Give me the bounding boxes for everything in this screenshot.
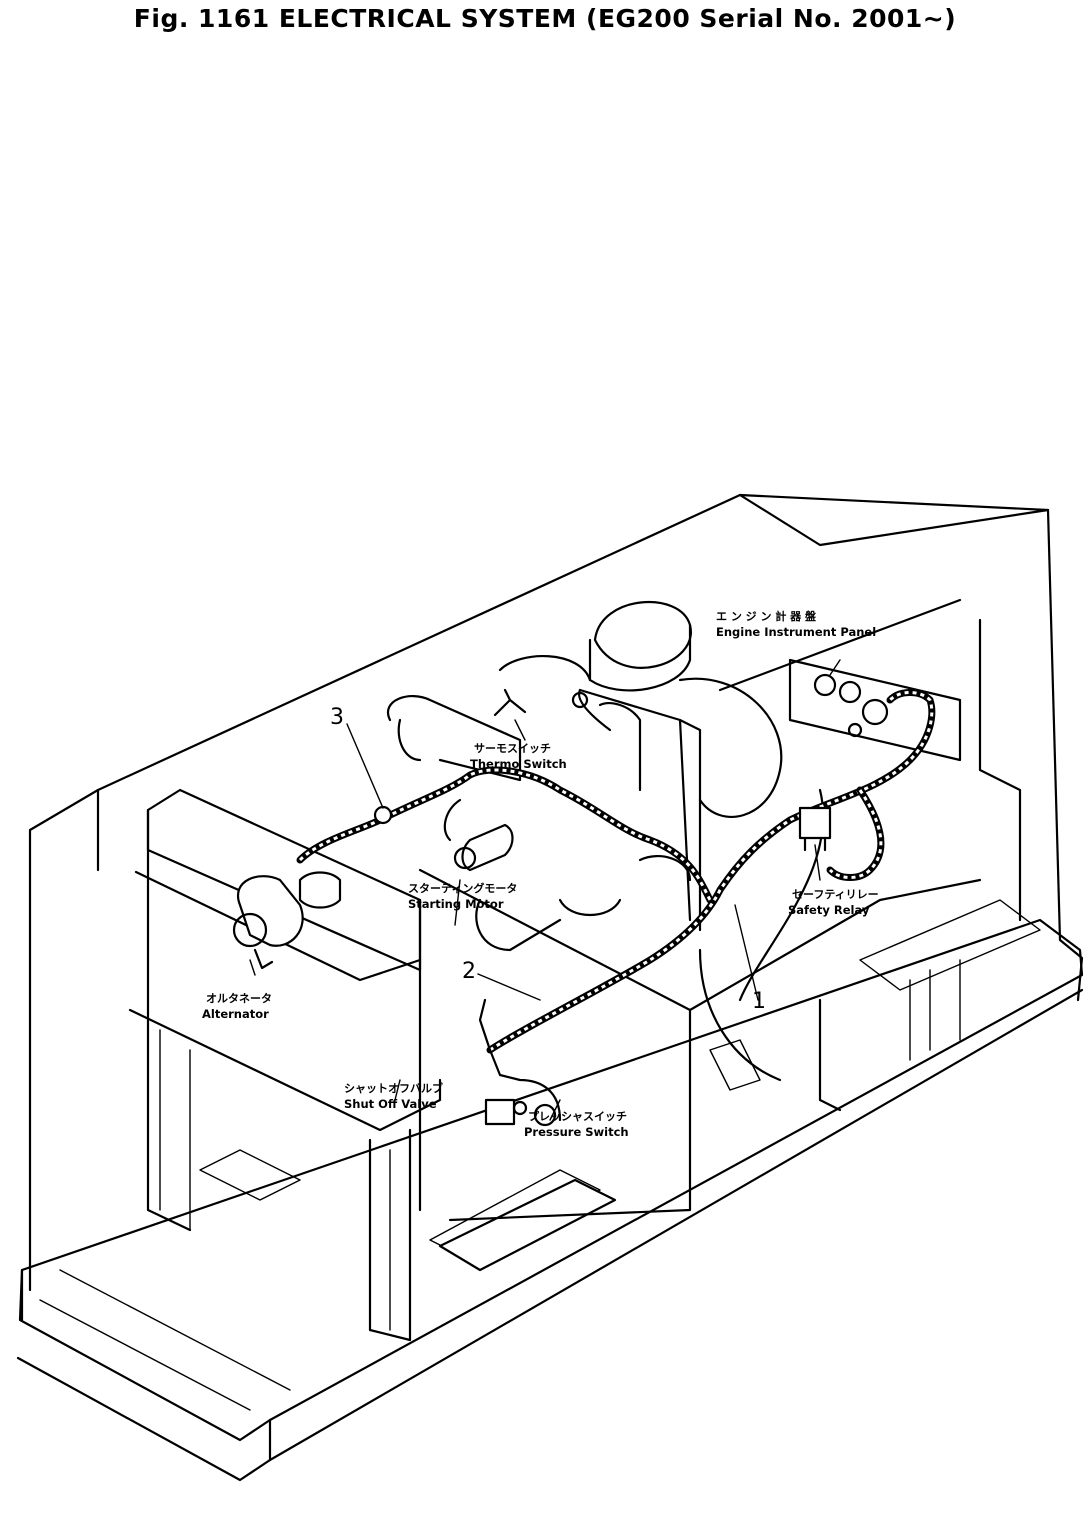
label-starting-motor-jp: スターティングモータ (408, 881, 517, 895)
label-thermo-switch-jp: サーモスイッチ (474, 742, 551, 755)
label-thermo-switch-en: Thermo Switch (470, 757, 567, 771)
base-frame (16, 899, 1084, 1482)
label-safety-relay-en: Safety Relay (788, 903, 870, 917)
label-engine-instrument-panel-jp: エ ン ジ ン 計 器 盤 (716, 609, 817, 623)
callout-2: 2 (462, 959, 476, 984)
label-shut-off-valve-jp: シャットオフバルブ (344, 1081, 443, 1095)
leader-lines (249, 659, 841, 1121)
component-3-grommet (373, 805, 393, 825)
starting-motor-shape (453, 823, 514, 872)
figure-title: Fig. 1161 ELECTRICAL SYSTEM (EG200 Seria… (133, 4, 957, 33)
radiator-assembly (128, 788, 442, 1342)
wiring-harness (296, 688, 936, 1122)
label-alternator-en: Alternator (202, 1007, 269, 1021)
instrument-panel-shape (788, 658, 962, 762)
frame-posts (578, 688, 961, 1061)
label-pressure-switch-jp: プレッシャスイッチ (528, 1109, 627, 1123)
label-alternator-jp: オルタネータ (206, 992, 272, 1005)
safety-relay-shape (798, 806, 832, 852)
engine-block (386, 598, 1022, 1222)
shut-off-valve-shape (484, 1098, 528, 1126)
callout-1: 1 (752, 989, 766, 1014)
enclosure-outline (28, 493, 1084, 1292)
label-engine-instrument-panel-en: Engine Instrument Panel (716, 625, 876, 639)
label-shut-off-valve-en: Shut Off Valve (344, 1097, 437, 1111)
label-starting-motor-en: Starting Motor (408, 897, 504, 911)
alternator-shape (232, 875, 304, 970)
thermo-switch-shape (493, 688, 589, 717)
label-pressure-switch-en: Pressure Switch (524, 1125, 629, 1139)
callout-3: 3 (330, 705, 344, 730)
label-safety-relay-jp: セーフティリレー (792, 888, 879, 901)
